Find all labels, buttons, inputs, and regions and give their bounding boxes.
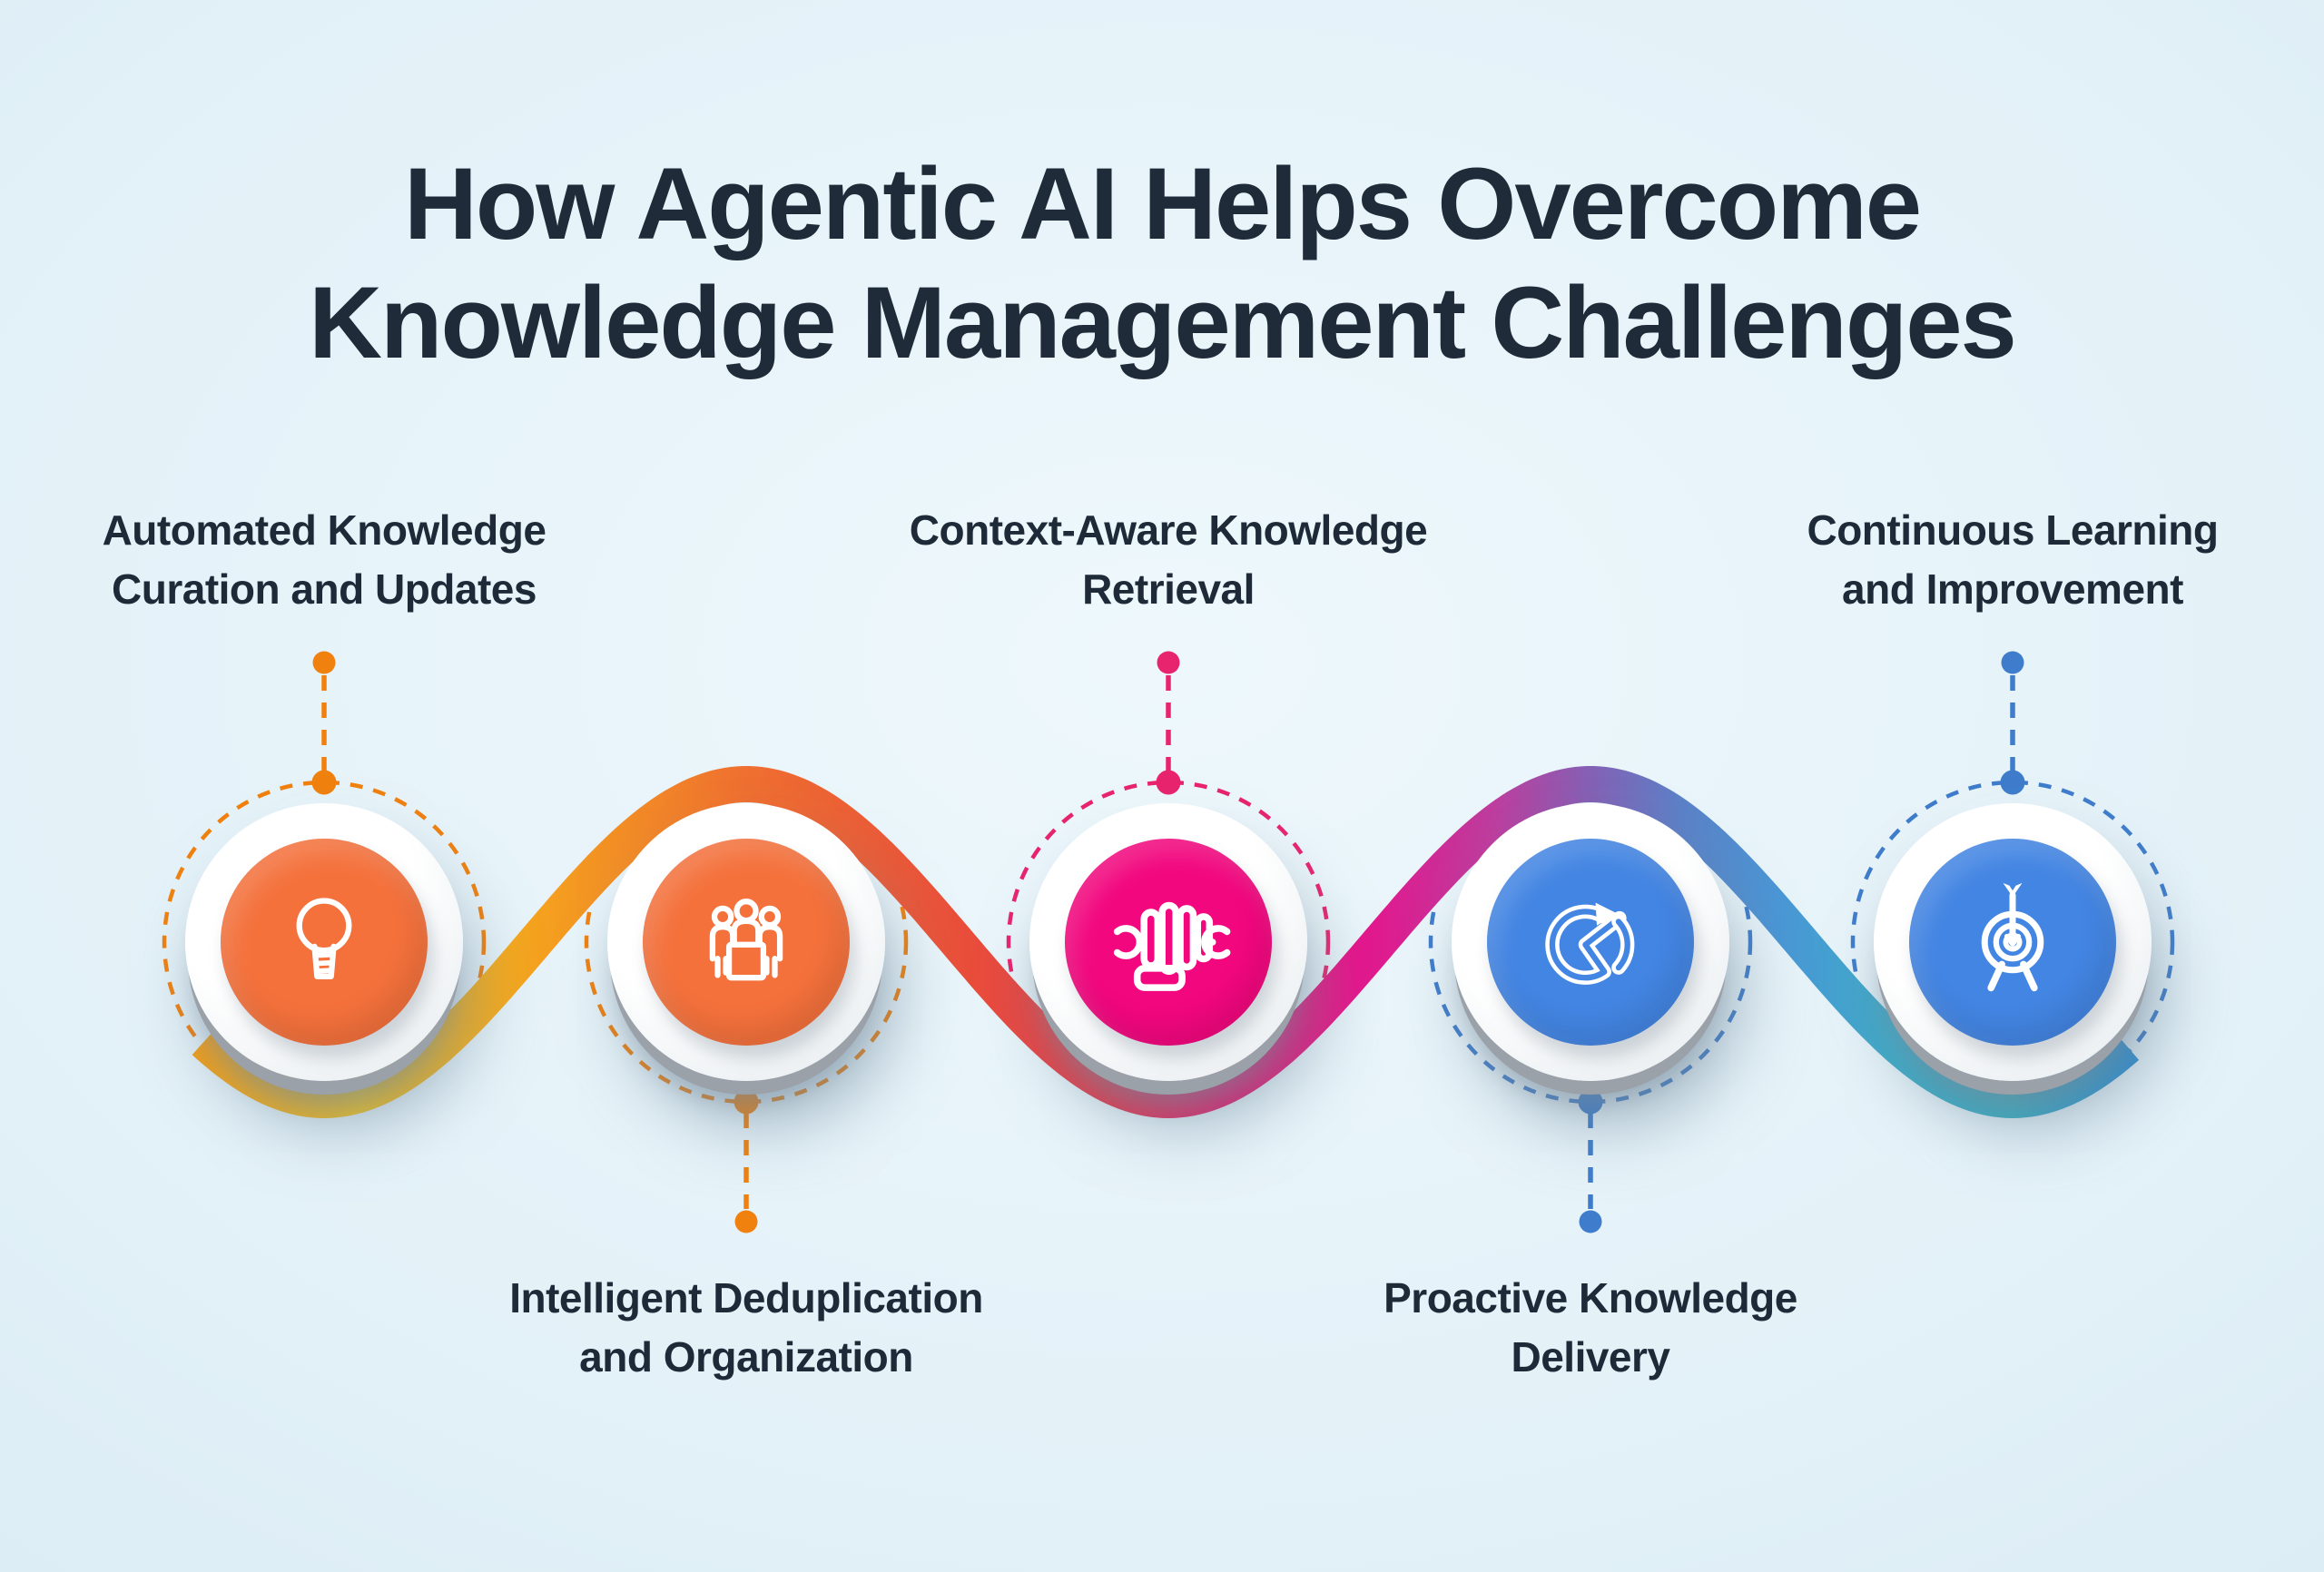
label-line: and Organization	[579, 1333, 913, 1381]
label-line: Retrieval	[1082, 565, 1255, 614]
team-icon	[709, 899, 783, 981]
label-line: Curation and Updates	[112, 565, 537, 614]
label-automated-knowledge-curation: Automated Knowledge Curation and Updates	[0, 501, 669, 620]
connector-end-dot	[734, 1210, 758, 1233]
node-proactive-delivery	[1452, 803, 1729, 1081]
label-continuous-learning: Continuous Learning and Improvement	[1668, 501, 2324, 620]
ring-dot	[2000, 770, 2025, 795]
node-inner-circle	[1487, 839, 1694, 1046]
dashed-circle	[1850, 780, 2175, 1105]
node1-accent-ring	[162, 651, 487, 1105]
node2-accent-ring	[584, 780, 909, 1233]
connector-end-dot	[2001, 651, 2024, 674]
dashed-circle	[1006, 780, 1331, 1105]
dashed-circle	[584, 780, 909, 1105]
title-line-2: Knowledge Management Challenges	[309, 266, 2017, 380]
label-line: Continuous Learning	[1807, 506, 2219, 554]
ring-dot	[311, 770, 337, 795]
gradient-wave-ribbon	[192, 766, 2140, 1119]
dashed-circle	[162, 780, 487, 1105]
pie-chart-icon	[1545, 902, 1635, 985]
dashed-circle	[1428, 780, 1753, 1105]
node3-accent-ring	[1006, 651, 1331, 1105]
node5-accent-ring	[1850, 651, 2175, 1105]
node-inner-circle	[221, 839, 428, 1046]
title-line-1: How Agentic AI Helps Overcome	[403, 147, 1922, 261]
page-title: How Agentic AI Helps Overcome Knowledge …	[0, 144, 2324, 382]
label-line: Delivery	[1511, 1333, 1670, 1381]
connector-end-dot	[312, 651, 336, 674]
node-automated-knowledge-curation	[185, 803, 463, 1081]
ring-dot	[1578, 1089, 1603, 1115]
node-context-aware-retrieval	[1029, 803, 1307, 1081]
node-inner-circle	[1909, 839, 2116, 1046]
connector-end-dot	[1579, 1210, 1602, 1233]
label-context-aware-retrieval: Context-Aware Knowledge Retrieval	[823, 501, 1513, 620]
label-line: Intelligent Deduplication	[509, 1274, 983, 1321]
label-proactive-delivery: Proactive Knowledge Delivery	[1246, 1269, 1935, 1388]
node-continuous-learning	[1874, 803, 2152, 1081]
node-inner-circle	[1065, 839, 1272, 1046]
node-intelligent-deduplication	[607, 803, 885, 1081]
node4-accent-ring	[1428, 780, 1753, 1233]
wrench-icon	[1113, 901, 1231, 991]
label-line: Proactive Knowledge	[1384, 1274, 1797, 1321]
ring-dot	[1156, 770, 1181, 795]
label-intelligent-deduplication: Intelligent Deduplication and Organizati…	[401, 1269, 1091, 1388]
label-line: Context-Aware Knowledge	[909, 506, 1428, 554]
label-line: and Improvement	[1842, 565, 2183, 614]
connector-end-dot	[1157, 651, 1180, 674]
ring-dot	[734, 1089, 759, 1115]
target-icon	[1981, 882, 2044, 992]
lightbulb-icon	[296, 898, 352, 979]
label-line: Automated Knowledge	[102, 506, 547, 554]
node-inner-circle	[643, 839, 850, 1046]
